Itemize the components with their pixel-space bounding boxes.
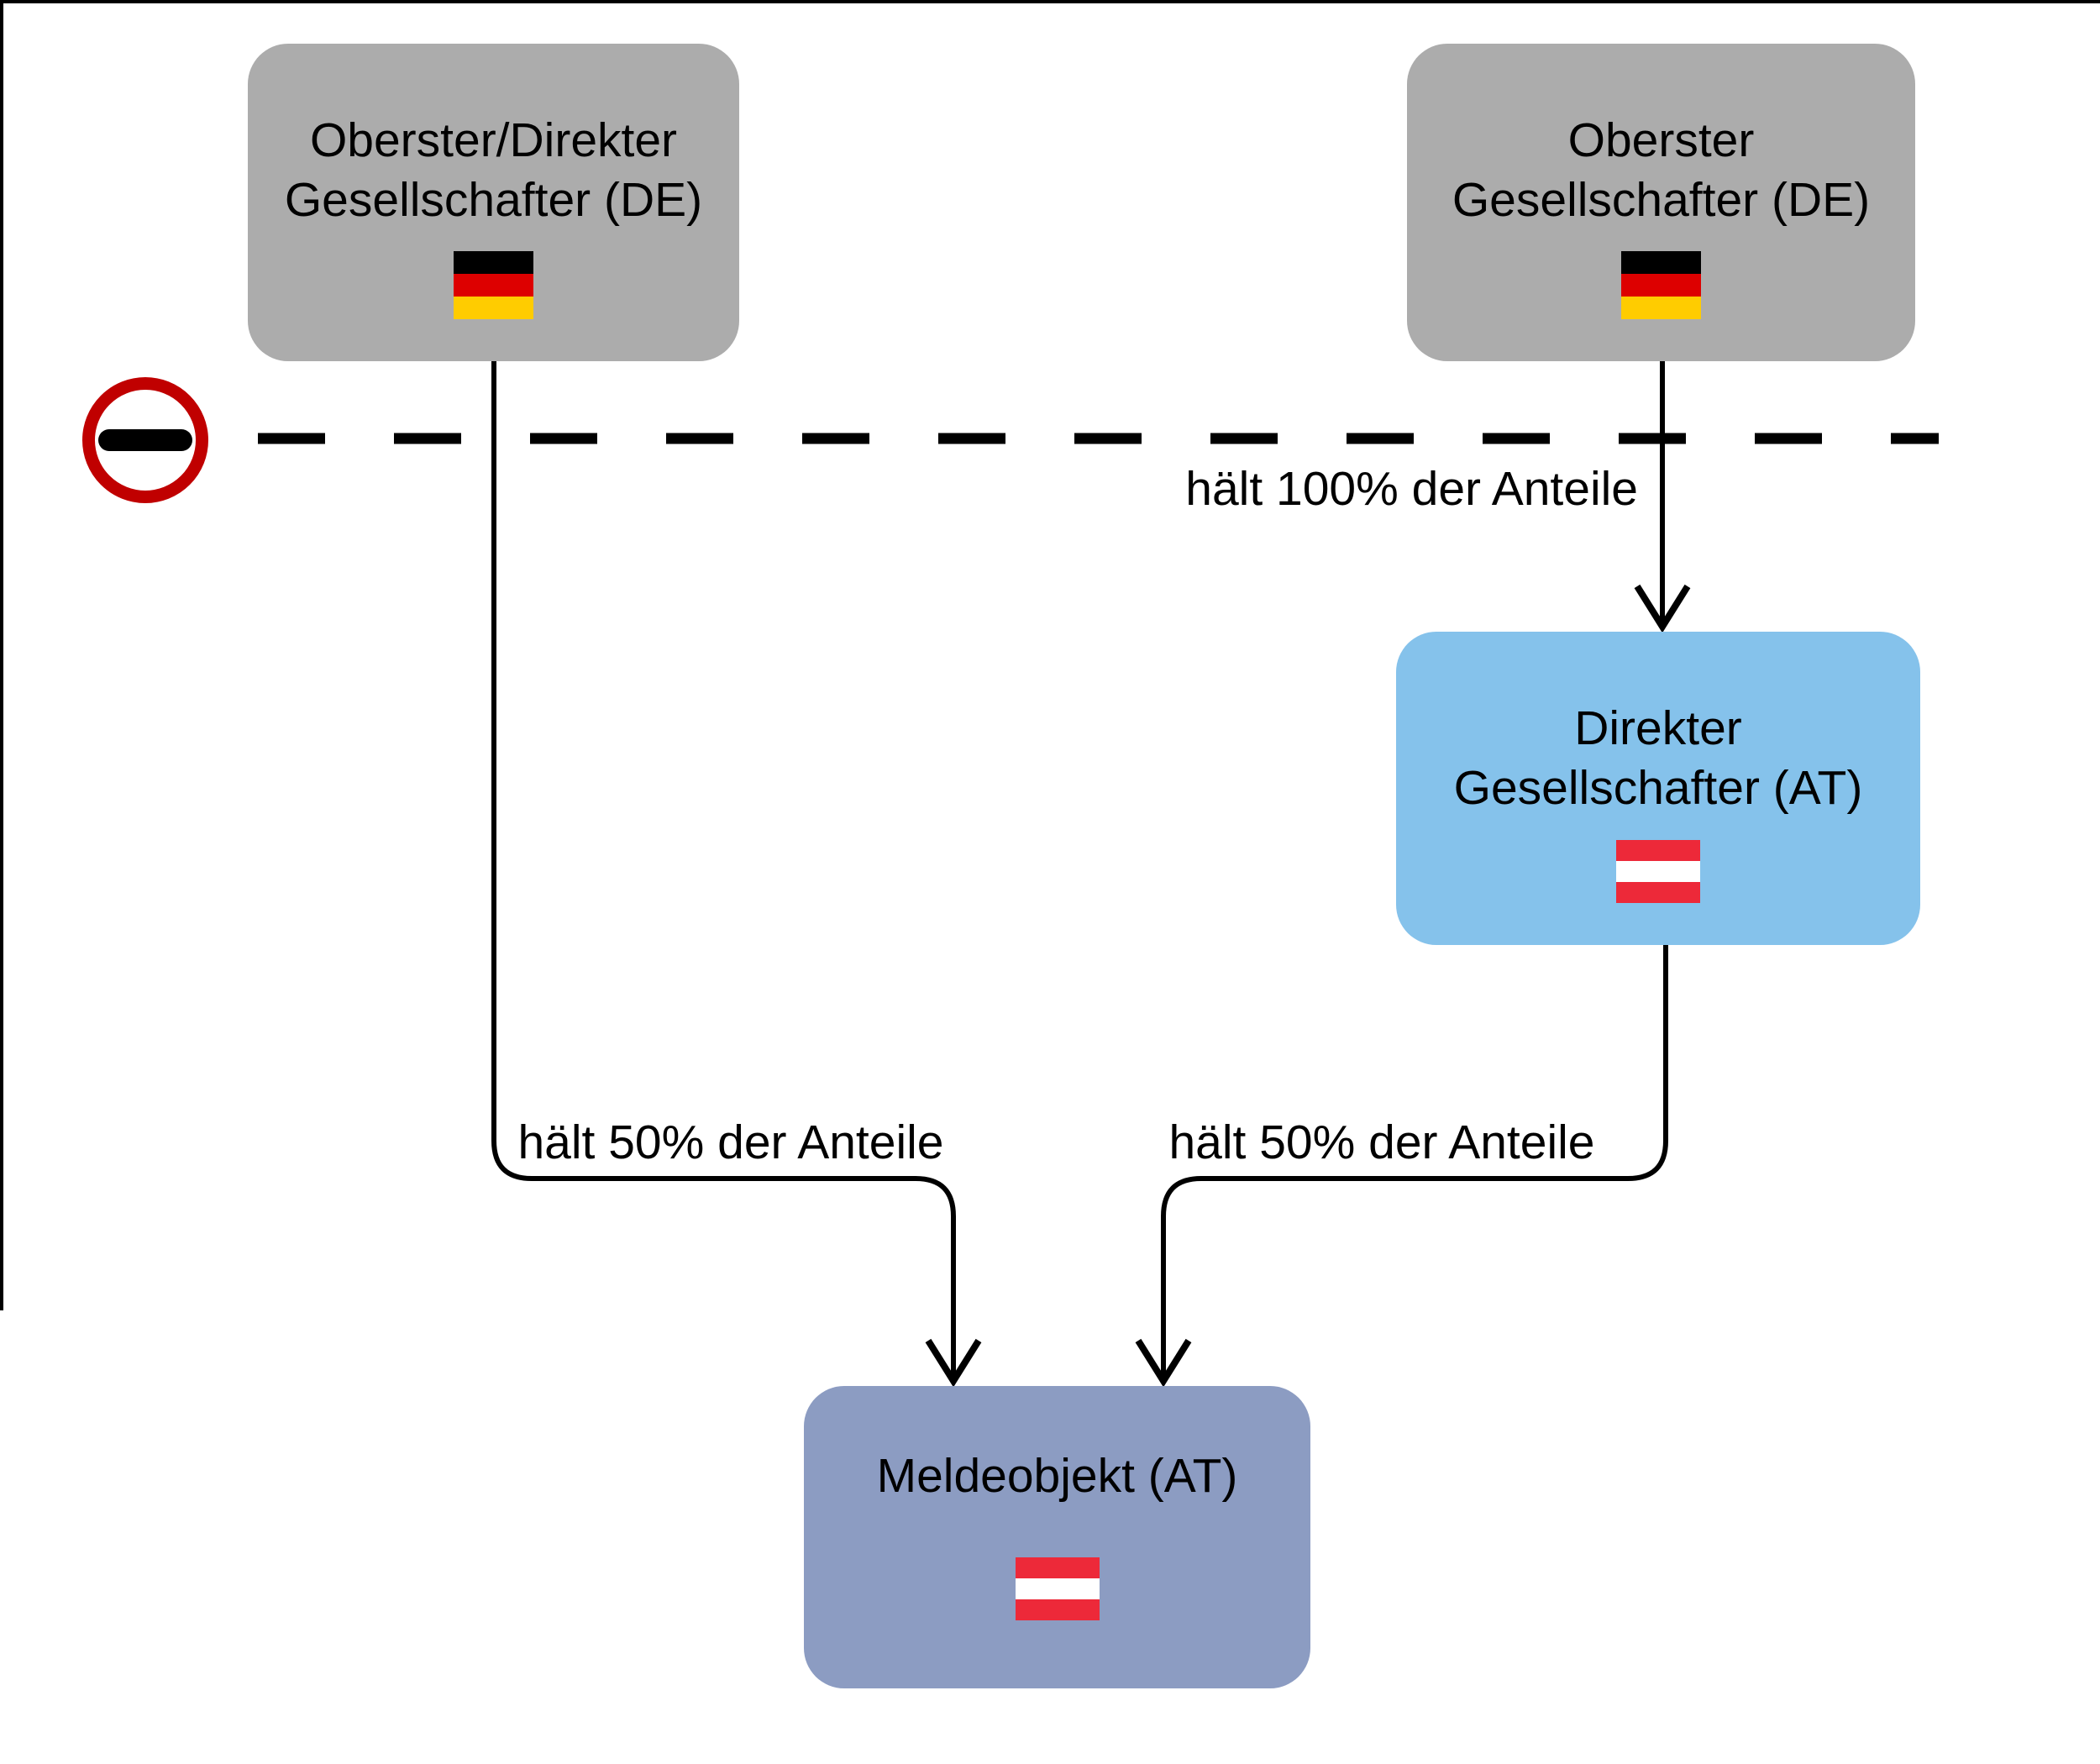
frame-left-border bbox=[0, 0, 3, 1310]
node-label-line: Oberster/Direkter bbox=[309, 113, 678, 167]
edge-label-100-percent: hält 100% der Anteile bbox=[1185, 462, 1638, 516]
no-entry-bar bbox=[98, 429, 192, 451]
austria-flag-icon bbox=[1616, 839, 1700, 903]
frame-top-border bbox=[0, 0, 2100, 3]
node-label-line: Gesellschafter (DE) bbox=[284, 173, 703, 228]
node-oberster-direkter-gesellschafter-de: Oberster/Direkter Gesellschafter (DE) bbox=[248, 44, 739, 361]
node-label-line: Oberster bbox=[1567, 113, 1755, 167]
node-label-line: Meldeobjekt (AT) bbox=[876, 1449, 1238, 1503]
germany-flag-icon bbox=[1621, 250, 1701, 319]
edge-label-50-percent-right: hält 50% der Anteile bbox=[1168, 1116, 1595, 1169]
arrowhead-100-percent bbox=[1634, 584, 1691, 633]
node-label-line: Direkter bbox=[1574, 701, 1742, 755]
node-direkter-gesellschafter-at: Direkter Gesellschafter (AT) bbox=[1396, 632, 1920, 945]
no-entry-icon bbox=[82, 377, 208, 503]
arrowhead-50-percent-right bbox=[1135, 1338, 1192, 1388]
arrow-50-percent-left-line bbox=[491, 361, 956, 1378]
arrow-50-percent-right-line bbox=[1161, 945, 1668, 1378]
arrowhead-50-percent-left bbox=[925, 1338, 982, 1388]
node-label-line: Gesellschafter (AT) bbox=[1453, 761, 1863, 816]
edge-label-50-percent-left: hält 50% der Anteile bbox=[517, 1116, 944, 1169]
austria-flag-icon bbox=[1015, 1557, 1100, 1621]
node-oberster-gesellschafter-de: Oberster Gesellschafter (DE) bbox=[1407, 44, 1915, 361]
node-label-line: Gesellschafter (DE) bbox=[1452, 173, 1871, 228]
node-meldeobjekt-at: Meldeobjekt (AT) bbox=[804, 1386, 1310, 1688]
germany-flag-icon bbox=[454, 250, 533, 319]
